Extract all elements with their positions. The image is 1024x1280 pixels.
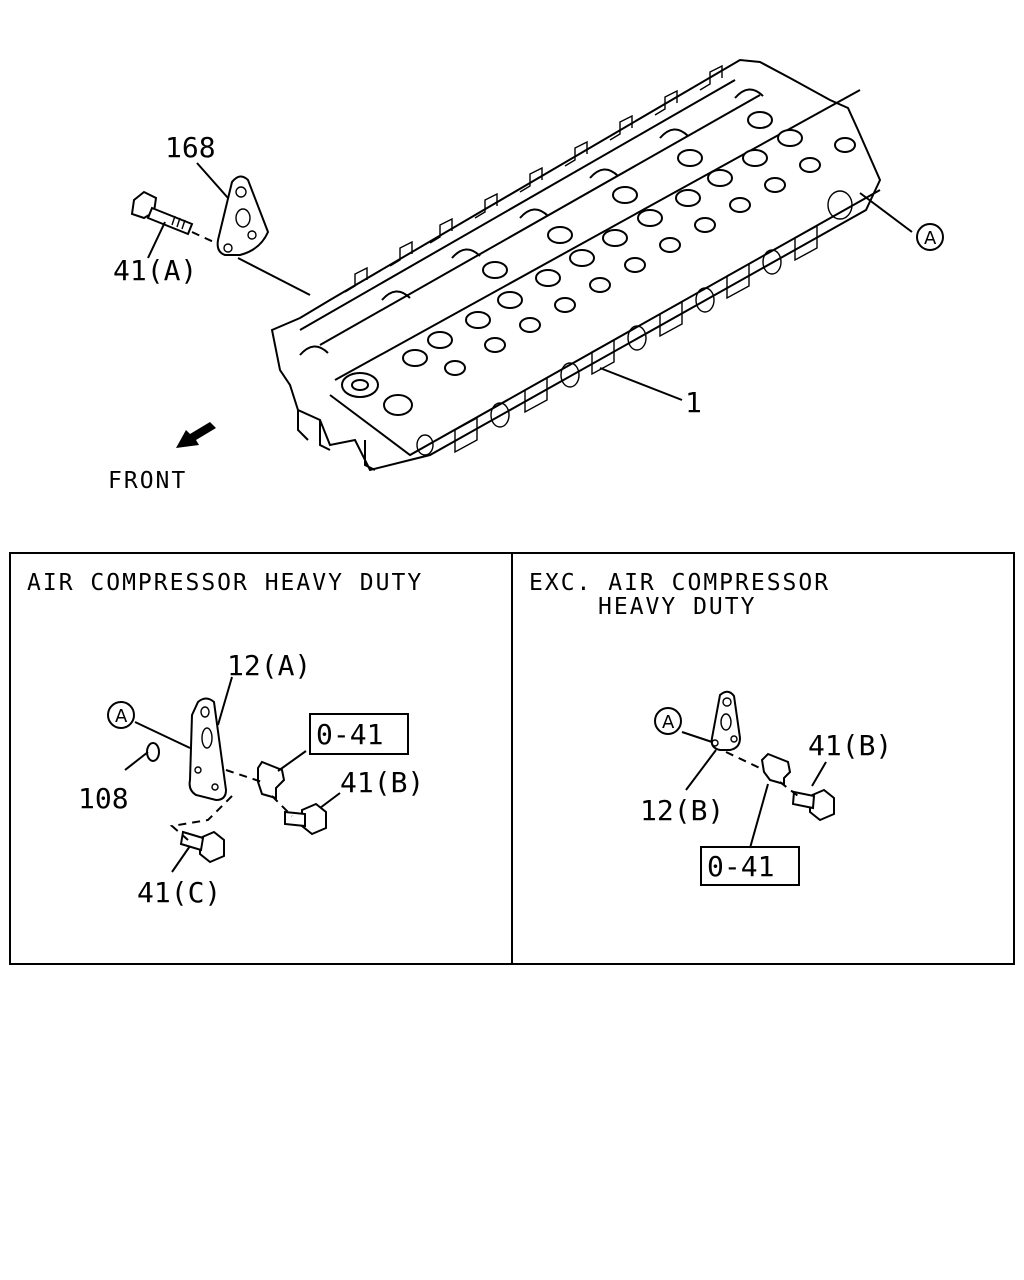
callout-12b: 12(B): [640, 794, 724, 827]
right-panel-title-1: EXC. AIR COMPRESSOR: [529, 570, 830, 596]
mount-line: [237, 257, 311, 296]
port-windows: [416, 190, 853, 456]
callout-box-041-left: [309, 713, 409, 755]
leader-A-main: [859, 192, 913, 233]
callout-a-left: A: [115, 706, 128, 727]
left-panel: AIR COMPRESSOR HEAVY DUTY: [27, 570, 424, 909]
leader-168: [196, 162, 229, 199]
bolt-41c: [179, 830, 225, 864]
bolt-41a: [130, 190, 194, 236]
callout-circle-A-main: [916, 223, 944, 251]
bracket-12a: [188, 697, 228, 802]
callout-a-right: A: [662, 712, 675, 733]
callout-41a: 41(A): [113, 254, 197, 287]
front-label: FRONT: [108, 468, 187, 494]
bracket-168: [216, 175, 270, 256]
callout-041-right: 0-41: [707, 850, 774, 883]
clip-041-left: [257, 760, 286, 800]
callout-41b-left: 41(B): [340, 766, 424, 799]
leader-41a: [147, 221, 166, 259]
valve-bosses: [341, 111, 856, 416]
callout-circle-A-left: [107, 701, 135, 729]
callout-041-left: 0-41: [316, 718, 383, 751]
callout-108: 108: [78, 782, 129, 815]
callout-41b-right: 41(B): [808, 729, 892, 762]
callout-a-main: A: [924, 228, 937, 249]
callout-circle-A-right: [654, 707, 682, 735]
cam-saddles: [299, 88, 764, 356]
callout-41c: 41(C): [137, 876, 221, 909]
right-panel: EXC. AIR COMPRESSOR HEAVY DUTY A 41(B) 1…: [529, 570, 892, 886]
bolt-41b-right: [791, 788, 835, 822]
front-arrow-icon: [176, 422, 216, 448]
clip-041-right: [760, 752, 792, 786]
callout-box-041-right: [700, 846, 800, 886]
callout-1: 1: [685, 386, 702, 419]
callout-168: 168: [165, 131, 216, 164]
bracket-12b: [710, 690, 742, 751]
leader-1: [599, 367, 683, 401]
right-panel-title-2: HEAVY DUTY: [598, 594, 756, 620]
cylinder-head-assembly: [270, 58, 882, 472]
bolt-axis: [191, 231, 219, 245]
left-panel-title: AIR COMPRESSOR HEAVY DUTY: [27, 570, 423, 596]
oring-108: [146, 742, 160, 762]
head-ridges: [344, 64, 723, 293]
bolt-41b-left: [284, 802, 327, 836]
callout-12a: 12(A): [227, 649, 311, 682]
